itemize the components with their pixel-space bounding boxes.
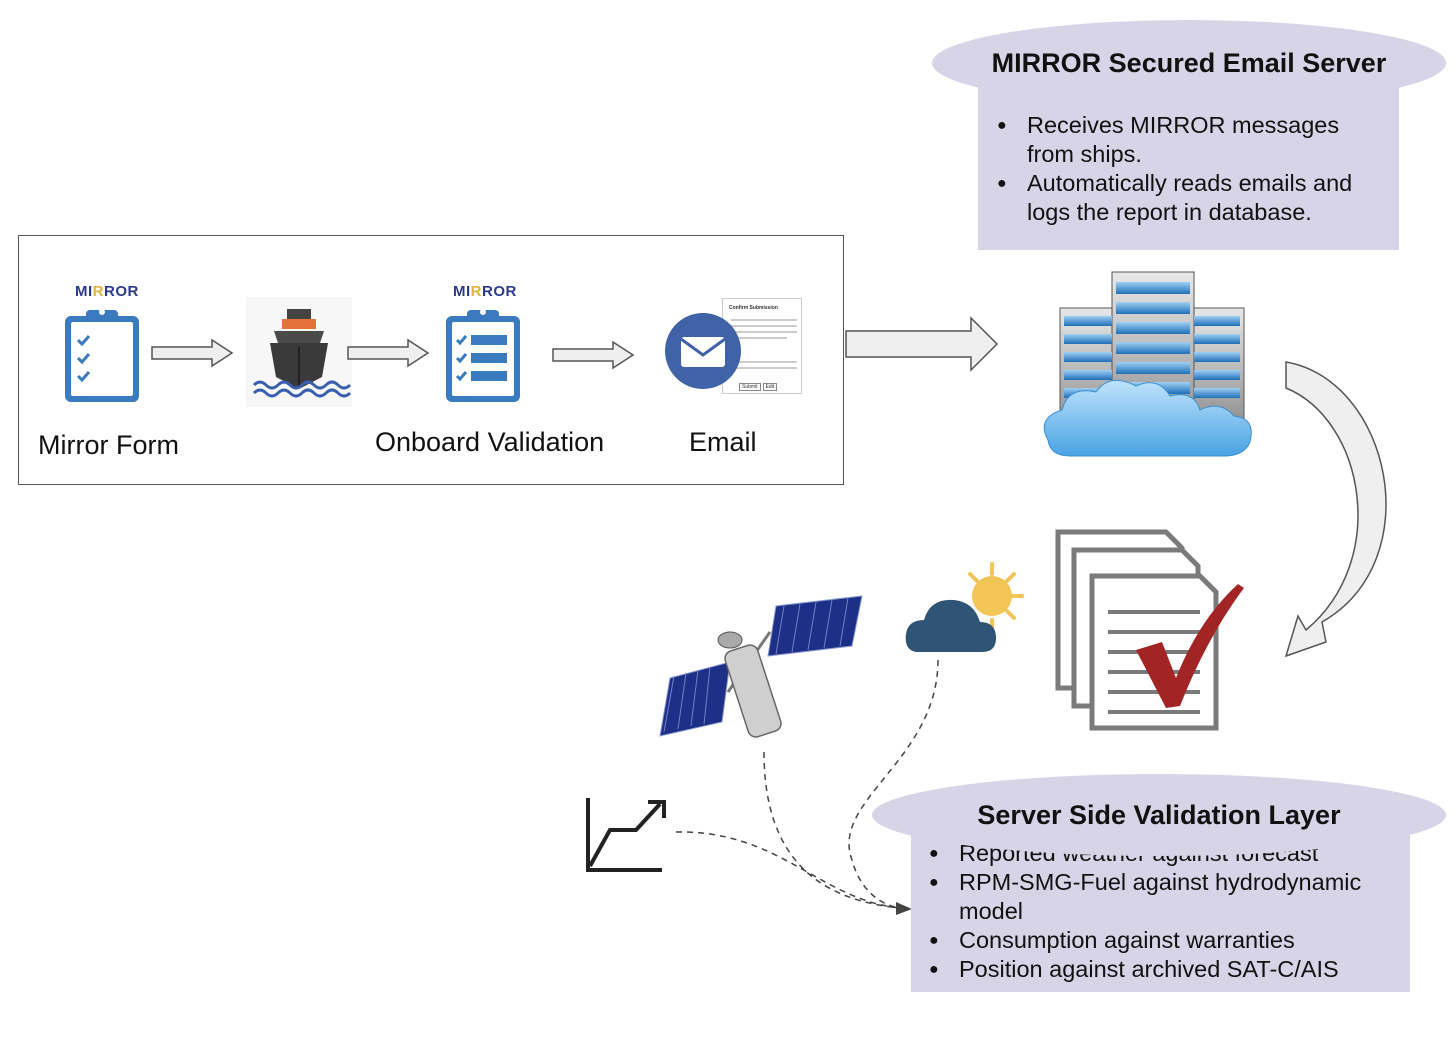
mirror-logo: MIRROR — [453, 283, 517, 300]
email-server-bullets: Receives MIRROR messages from ships. Aut… — [983, 111, 1383, 227]
clipboard-checklist-icon — [65, 309, 139, 402]
flow-arrow-to-server-icon — [845, 316, 999, 372]
ship-icon — [246, 297, 352, 407]
chart-to-validation-connector — [675, 831, 901, 909]
satellite-to-validation-connector — [763, 751, 901, 909]
email-preview-submit-button: Submit — [739, 383, 761, 391]
validation-layer-bullets: Reported weather against forecast RPM-SM… — [915, 839, 1405, 984]
clipboard-validation-icon — [446, 309, 520, 402]
flow-arrow-icon — [347, 338, 430, 368]
mirror-logo: MIRROR — [75, 283, 139, 300]
validation-layer-title-text: Server Side Validation Layer — [977, 799, 1341, 830]
email-icon — [665, 313, 741, 389]
email-server-title-text: MIRROR Secured Email Server — [991, 47, 1387, 78]
server-rack-icon — [1043, 271, 1252, 457]
validation-bullet: RPM-SMG-Fuel against hydrodynamic model — [915, 868, 1405, 926]
step-label-mirror-form: Mirror Form — [38, 430, 179, 460]
growth-chart-icon — [586, 798, 666, 872]
email-server-title: MIRROR Secured Email Server — [932, 20, 1446, 106]
validation-bullet: Position against archived SAT-C/AIS — [915, 955, 1405, 984]
email-server-bullet: Automatically reads emails and logs the … — [983, 169, 1383, 227]
weather-cloud-sun-icon — [905, 562, 1024, 652]
email-server-callout-body: Receives MIRROR messages from ships. Aut… — [978, 78, 1399, 250]
connector-arrowhead-icon — [896, 902, 912, 915]
email-preview: Confirm Submission Submit Edit — [722, 298, 802, 394]
email-server-bullet: Receives MIRROR messages from ships. — [983, 111, 1383, 169]
weather-to-validation-connector — [848, 659, 939, 909]
satellite-icon — [659, 595, 863, 738]
flow-arrow-icon — [552, 340, 635, 370]
email-preview-title: Confirm Submission — [729, 305, 778, 311]
email-preview-edit-button: Edit — [762, 383, 778, 391]
step-label-onboard-validation: Onboard Validation — [375, 427, 605, 457]
validation-bullet: Consumption against warranties — [915, 926, 1405, 955]
flow-arrow-icon — [151, 338, 234, 368]
validated-documents-icon — [1055, 529, 1244, 731]
curved-arrow-icon — [1284, 361, 1387, 658]
validation-layer-title: Server Side Validation Layer — [872, 774, 1446, 856]
step-label-email: Email — [689, 427, 757, 457]
